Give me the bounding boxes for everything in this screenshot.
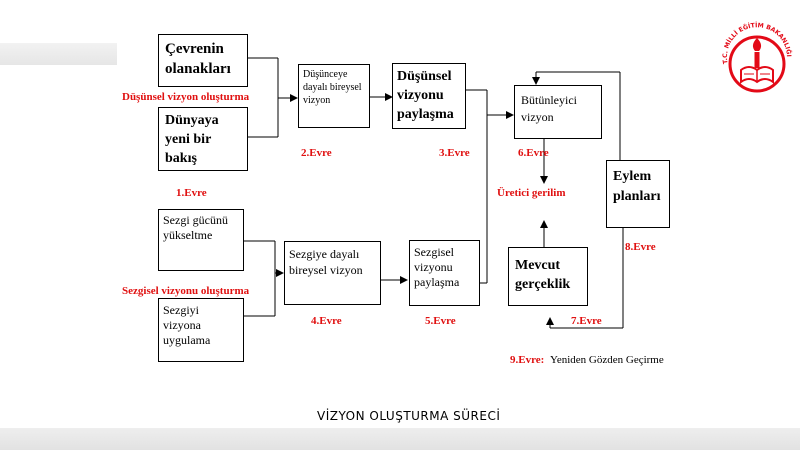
stage-9-description: Yeniden Gözden Geçirme xyxy=(550,354,664,366)
box-eylem-planlari: Eylem planları xyxy=(606,160,670,228)
box-butunleyici-vizyon: Bütünleyici vizyon xyxy=(514,85,602,139)
label-uretici-gerilim: Üretici gerilim xyxy=(497,187,566,199)
stage-9: 9.Evre: xyxy=(510,354,545,366)
stage-2: 2.Evre xyxy=(301,147,332,159)
diagram-caption: VİZYON OLUŞTURMA SÜRECİ xyxy=(317,409,501,423)
stage-8: 8.Evre xyxy=(625,241,656,253)
stage-1: 1.Evre xyxy=(176,187,207,199)
slide-header-band xyxy=(0,43,117,65)
box-mevcut-gerceklik: Mevcut gerçeklik xyxy=(508,247,588,306)
box-cevrenin-olanaklari: Çevrenin olanakları xyxy=(158,34,248,87)
meb-logo-icon: T.C. MİLLİ EĞİTİM BAKANLIĞI xyxy=(722,20,794,93)
box-sezgisel-vizyonu-paylasma: Sezgisel vizyonu paylaşma xyxy=(409,240,480,306)
box-sezgiyi-vizyona-uygulama: Sezgiyi vizyona uygulama xyxy=(158,298,244,362)
box-dusunsel-vizyonu-paylasma: Düşünsel vizyonu paylaşma xyxy=(392,63,466,129)
label-sezgisel-vizyonu-olusturma: Sezgisel vizyonu oluşturma xyxy=(122,285,250,297)
stage-5: 5.Evre xyxy=(425,315,456,327)
box-dusunceye-dayali-vizyon: Düşünceye dayalı bireysel vizyon xyxy=(298,64,370,128)
stage-3: 3.Evre xyxy=(439,147,470,159)
box-dunyaya-yeni-bakis: Dünyaya yeni bir bakış xyxy=(158,107,248,171)
stage-6: 6.Evre xyxy=(518,147,549,159)
stage-7: 7.Evre xyxy=(571,315,602,327)
box-sezgi-gucunu-yukseltme: Sezgi gücünü yükseltme xyxy=(158,209,244,271)
stage-4: 4.Evre xyxy=(311,315,342,327)
label-dusunsel-vizyon-olusturma: Düşünsel vizyon oluşturma xyxy=(122,91,250,103)
slide-footer-band xyxy=(0,428,800,450)
box-sezgiye-dayali-vizyon: Sezgiye dayalı bireysel vizyon xyxy=(284,241,381,305)
